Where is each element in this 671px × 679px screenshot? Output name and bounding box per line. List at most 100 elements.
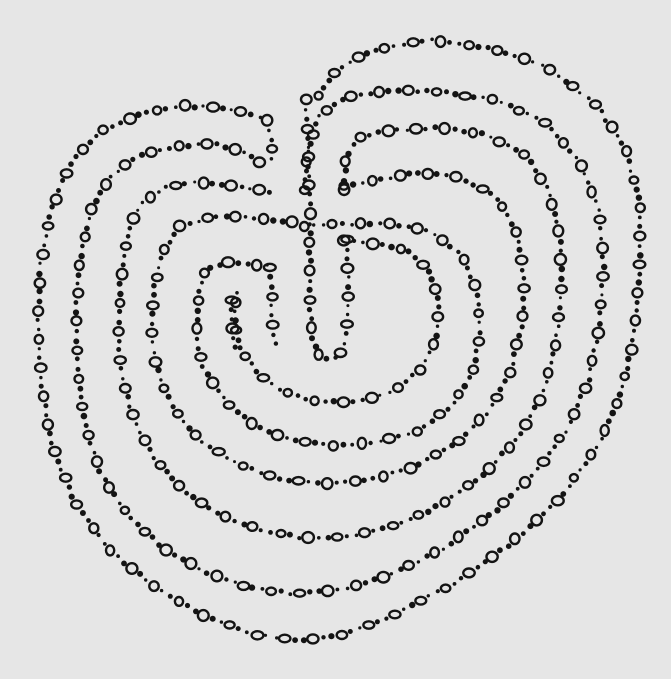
ink-dot	[288, 592, 292, 596]
ink-dot	[182, 420, 185, 423]
ink-dot	[267, 129, 271, 133]
ink-dot	[136, 209, 139, 212]
ink-dot	[426, 269, 432, 275]
ink-dot	[467, 375, 472, 380]
ink-dot	[190, 494, 196, 500]
ink-dot	[307, 589, 312, 594]
ink-dot	[506, 543, 512, 549]
ink-dot	[449, 442, 455, 448]
ink-dot	[600, 254, 605, 259]
ink-dot	[463, 528, 469, 534]
ink-dot	[478, 321, 481, 324]
ink-dot	[147, 447, 152, 452]
ink-dot	[268, 530, 273, 535]
ink-dot	[389, 177, 393, 181]
ink-dot	[296, 393, 301, 398]
ink-dot	[355, 534, 359, 538]
ink-dot	[384, 617, 388, 621]
ink-dot	[86, 518, 91, 523]
ink-dot	[465, 266, 470, 271]
ink-dot	[156, 542, 162, 548]
ink-dot	[345, 256, 350, 261]
ink-dot	[428, 276, 434, 282]
ink-dot	[307, 287, 313, 293]
ink-dot	[180, 556, 186, 562]
ink-dot	[559, 266, 566, 273]
ink-dot	[270, 157, 274, 161]
ink-dot	[117, 170, 120, 173]
ink-dot	[188, 221, 193, 226]
ink-dot	[550, 361, 554, 365]
ink-dot	[97, 190, 103, 196]
ink-dot	[503, 50, 509, 56]
ink-dot	[343, 342, 346, 345]
ink-dot	[42, 244, 46, 248]
ink-dot	[542, 389, 546, 393]
ink-dot	[432, 124, 438, 130]
ink-dot	[473, 478, 478, 483]
ink-dot	[233, 460, 236, 463]
ink-dot	[331, 398, 337, 404]
ink-dot	[36, 271, 42, 277]
ink-dot	[121, 262, 126, 267]
ink-dot	[137, 571, 143, 577]
ink-dot	[332, 102, 337, 107]
ink-dot	[449, 541, 455, 547]
ink-dot	[637, 252, 644, 259]
ink-dot	[297, 536, 301, 540]
ink-dot	[209, 181, 215, 187]
ink-dot	[75, 329, 79, 333]
ink-dot	[422, 424, 426, 428]
ink-dot	[406, 129, 409, 132]
ink-dot	[478, 330, 483, 335]
ink-dot	[88, 441, 93, 446]
ink-dot	[233, 345, 238, 350]
ink-dot	[508, 493, 514, 499]
ink-dot	[350, 443, 354, 447]
ink-dot	[378, 176, 384, 182]
ink-dot	[200, 440, 204, 444]
ink-dot	[249, 154, 255, 160]
ink-dot	[167, 146, 172, 151]
ink-dot	[76, 272, 82, 278]
ink-dot	[38, 262, 41, 265]
ink-dot	[511, 351, 517, 357]
ink-dot	[520, 324, 525, 329]
ink-dot	[453, 401, 457, 405]
ink-dot	[388, 391, 391, 394]
ink-dot	[49, 441, 54, 446]
ink-dot	[220, 105, 226, 111]
ink-dot	[479, 130, 485, 136]
ink-dot	[634, 187, 640, 193]
ink-dot	[308, 230, 314, 236]
ink-dot	[317, 536, 321, 540]
ink-dot	[517, 247, 523, 253]
ink-dot	[417, 560, 420, 563]
ink-dot	[246, 261, 251, 266]
ink-dot	[597, 310, 602, 315]
ink-dot	[407, 433, 410, 436]
ink-dot	[236, 626, 241, 631]
ink-dot	[617, 391, 623, 397]
ink-dot	[144, 578, 147, 581]
ink-dot	[598, 208, 601, 211]
ink-dot	[214, 141, 219, 146]
ink-dot	[472, 525, 476, 529]
ink-dot	[195, 317, 201, 323]
ink-dot	[43, 403, 48, 408]
ink-dot	[513, 54, 517, 58]
ink-dot	[285, 436, 289, 440]
ink-dot	[301, 637, 307, 643]
ink-dot	[286, 478, 292, 484]
ink-dot	[361, 478, 367, 484]
ink-dot	[557, 324, 561, 328]
ink-dot	[432, 503, 438, 509]
ink-dot	[500, 101, 503, 104]
ink-dot	[488, 191, 493, 196]
ink-dot	[76, 282, 80, 286]
ink-dot	[558, 239, 564, 245]
ink-dot	[269, 304, 272, 307]
ink-dot	[204, 570, 210, 576]
ink-dot	[395, 127, 399, 131]
ink-dot	[637, 272, 642, 277]
